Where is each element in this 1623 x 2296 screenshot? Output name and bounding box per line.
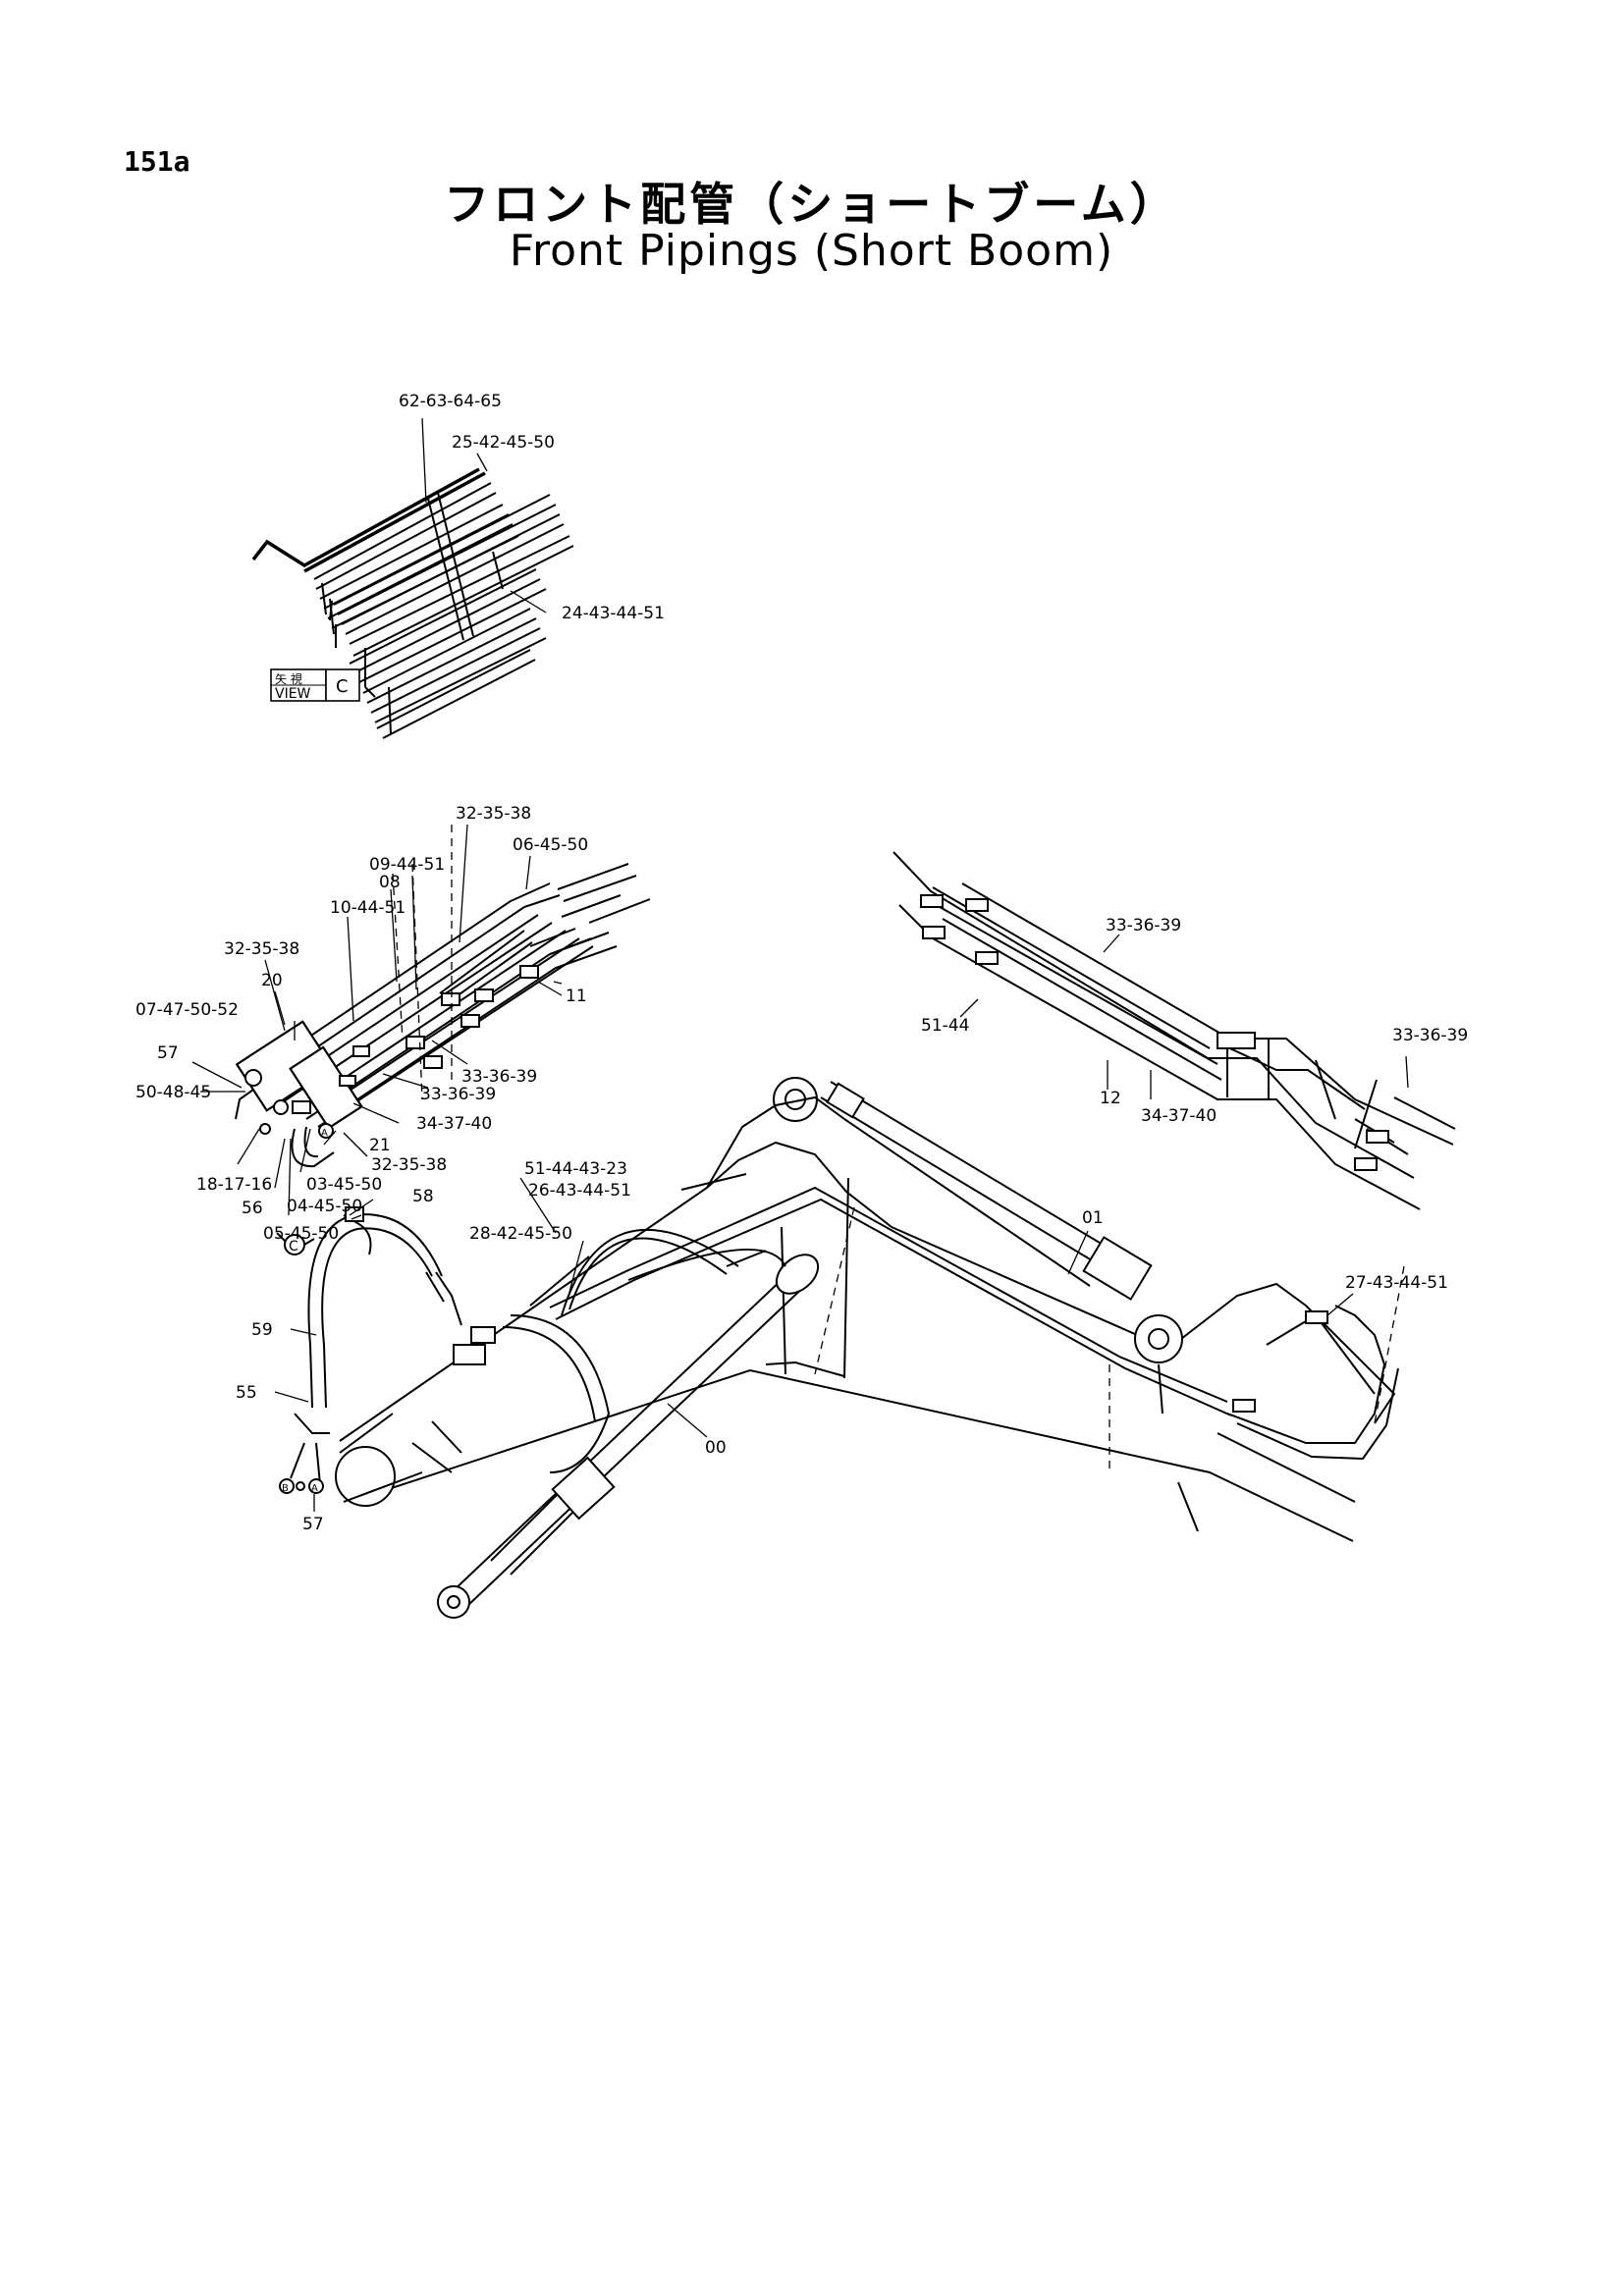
page-number: 151a (124, 145, 190, 178)
label-59: 59 (251, 1320, 273, 1340)
view-c-box-japanese: 矢 視 (275, 671, 302, 686)
page-title-english: Front Pipings (Short Boom) (509, 226, 1114, 276)
label-33-36-39-b: 33-36-39 (420, 1085, 496, 1104)
marker-circle-b (279, 1478, 295, 1494)
label-32-35-38-low: 32-35-38 (371, 1155, 447, 1175)
label-20: 20 (261, 971, 283, 990)
label-33-36-39-a: 33-36-39 (461, 1067, 537, 1087)
label-57-bottom: 57 (302, 1515, 324, 1534)
view-c-direction-marker: C (276, 1232, 315, 1255)
label-58: 58 (412, 1187, 434, 1206)
marker-circle-a2 (318, 1123, 334, 1139)
label-01: 01 (1082, 1208, 1104, 1228)
label-11: 11 (566, 987, 587, 1006)
label-10-44-51: 10-44-51 (330, 898, 406, 918)
marker-circle-a (308, 1478, 324, 1494)
label-00: 00 (705, 1438, 727, 1458)
label-56: 56 (242, 1199, 263, 1218)
page-title-japanese: フロント配管（ショートブーム） (444, 178, 1179, 231)
view-c-detail: 62-63-64-65 25-42-45-50 24-43-44-51 矢 視 … (251, 392, 665, 739)
label-51-44-43-23: 51-44-43-23 (524, 1159, 627, 1179)
label-26-43-44-51: 26-43-44-51 (528, 1181, 631, 1201)
label-34-37-40: 34-37-40 (416, 1114, 492, 1134)
label-27-43-44-51: 27-43-44-51 (1345, 1273, 1448, 1293)
svg-text:A: A (311, 1483, 318, 1494)
detail-label-33-36-39-top: 33-36-39 (1106, 916, 1181, 935)
detail-label-51-44: 51-44 (921, 1016, 969, 1036)
left-manifold-bundle (235, 863, 651, 1168)
label-05-45-50: 05-45-50 (263, 1224, 339, 1244)
detail-label-34-37-40: 34-37-40 (1141, 1106, 1217, 1126)
label-57-left: 57 (157, 1043, 179, 1063)
boom-outline (335, 1077, 1396, 1542)
label-03-45-50: 03-45-50 (306, 1175, 382, 1195)
detail-label-33-36-39-right: 33-36-39 (1392, 1026, 1468, 1045)
boom-cylinder-00 (437, 1254, 820, 1619)
svg-text:B: B (282, 1483, 289, 1494)
label-18-17-16: 18-17-16 (196, 1175, 272, 1195)
arm-cylinder-01 (820, 1081, 1153, 1301)
boom-piping-detail: 33-36-39 33-36-39 51-44 12 34-37-40 (893, 851, 1468, 1210)
view-c-box: 矢 視 VIEW C (270, 668, 360, 702)
svg-text:C: C (289, 1239, 298, 1255)
label-32-35-38-top: 32-35-38 (456, 804, 531, 824)
label-07-47-50-52: 07-47-50-52 (135, 1000, 239, 1020)
boom-foot-pin (335, 1446, 396, 1507)
detail-label-12: 12 (1100, 1089, 1121, 1108)
view-c-label-24-43-44-51: 24-43-44-51 (562, 604, 665, 623)
view-c-box-view-text: VIEW (275, 686, 311, 702)
label-06-45-50: 06-45-50 (513, 835, 588, 855)
valve-block (453, 1344, 486, 1365)
boom-top-piping (529, 1173, 1399, 1461)
view-c-label-62-63-64-65: 62-63-64-65 (399, 392, 502, 411)
boom-hoses (453, 1228, 786, 1473)
label-55: 55 (236, 1383, 257, 1403)
svg-text:A: A (321, 1128, 328, 1139)
view-c-label-25-42-45-50: 25-42-45-50 (452, 433, 555, 453)
label-21: 21 (369, 1136, 391, 1155)
label-04-45-50: 04-45-50 (287, 1197, 362, 1216)
label-50-48-45: 50-48-45 (135, 1083, 211, 1102)
label-32-35-38-left: 32-35-38 (224, 939, 299, 959)
label-09-44-51: 09-44-51 (369, 855, 445, 875)
label-08: 08 (379, 873, 401, 892)
main-part-labels: 32-35-38 06-45-50 09-44-51 08 10-44-51 3… (135, 804, 1448, 1534)
label-28-42-45-50: 28-42-45-50 (469, 1224, 572, 1244)
main-boom-assembly: B A (235, 825, 1405, 1619)
hose-59-55-loop: B A (279, 1206, 462, 1494)
main-leaders (191, 824, 1354, 1512)
view-c-box-letter: C (336, 676, 349, 697)
view-c-pipe-bundle (251, 467, 574, 739)
